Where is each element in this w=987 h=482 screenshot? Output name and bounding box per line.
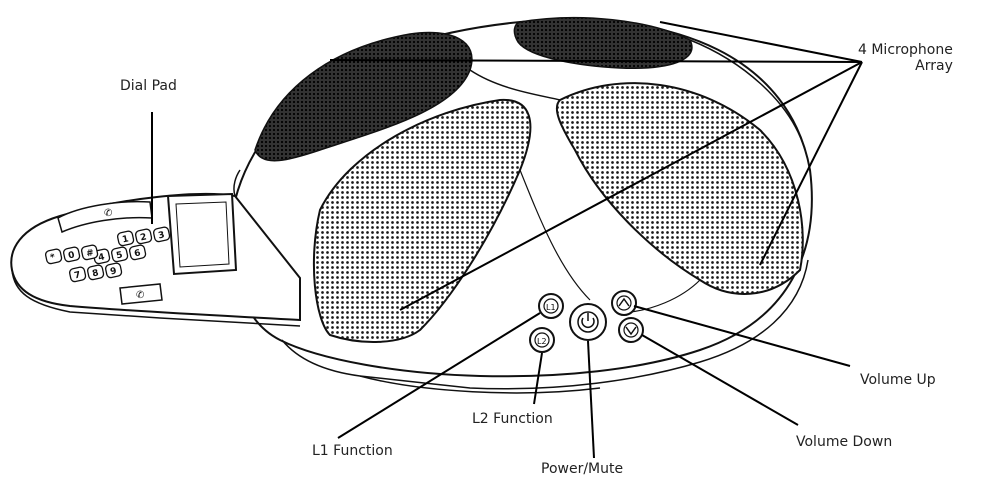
keypad-key-7[interactable]: 7 bbox=[69, 266, 86, 282]
keypad-key-9[interactable]: 9 bbox=[105, 262, 122, 278]
dial-pad-label: Dial Pad bbox=[120, 78, 177, 94]
keypad-key-0[interactable]: 0 bbox=[63, 246, 80, 262]
keypad-key-1[interactable]: 1 bbox=[117, 230, 134, 246]
volume-down-button[interactable] bbox=[619, 318, 643, 342]
keypad-key-hash[interactable]: # bbox=[81, 244, 98, 260]
l1-function-label: L1 Function bbox=[312, 443, 393, 459]
l1-function-button[interactable]: L1 bbox=[539, 294, 563, 318]
volume-up-button[interactable] bbox=[612, 291, 636, 315]
power-mute-label: Power/Mute bbox=[541, 461, 623, 477]
svg-text:✆: ✆ bbox=[104, 208, 112, 219]
svg-text:✆: ✆ bbox=[136, 290, 144, 301]
keypad-key-8[interactable]: 8 bbox=[87, 264, 104, 280]
microphone-array-label: 4 Microphone Array bbox=[858, 42, 953, 74]
power-mute-button[interactable] bbox=[570, 304, 606, 340]
l1-button-text: L1 bbox=[546, 303, 556, 312]
keypad-key-3[interactable]: 3 bbox=[153, 226, 170, 242]
microphone-array-label-line1: 4 Microphone bbox=[858, 42, 953, 58]
dial-pad-display bbox=[168, 194, 236, 274]
keypad-key-star[interactable]: * bbox=[45, 248, 62, 264]
keypad-key-6[interactable]: 6 bbox=[129, 244, 146, 260]
volume-down-label: Volume Down bbox=[796, 434, 892, 450]
l2-function-button[interactable]: L2 bbox=[530, 328, 554, 352]
leader-volume-down bbox=[642, 335, 798, 425]
microphone-array-label-line2: Array bbox=[858, 58, 953, 74]
hangup-key[interactable]: ✆ bbox=[120, 284, 162, 304]
l2-button-text: L2 bbox=[537, 337, 547, 346]
l2-function-label: L2 Function bbox=[472, 411, 553, 427]
keypad-key-2[interactable]: 2 bbox=[135, 228, 152, 244]
volume-up-label: Volume Up bbox=[860, 372, 936, 388]
keypad-key-5[interactable]: 5 bbox=[111, 246, 128, 262]
